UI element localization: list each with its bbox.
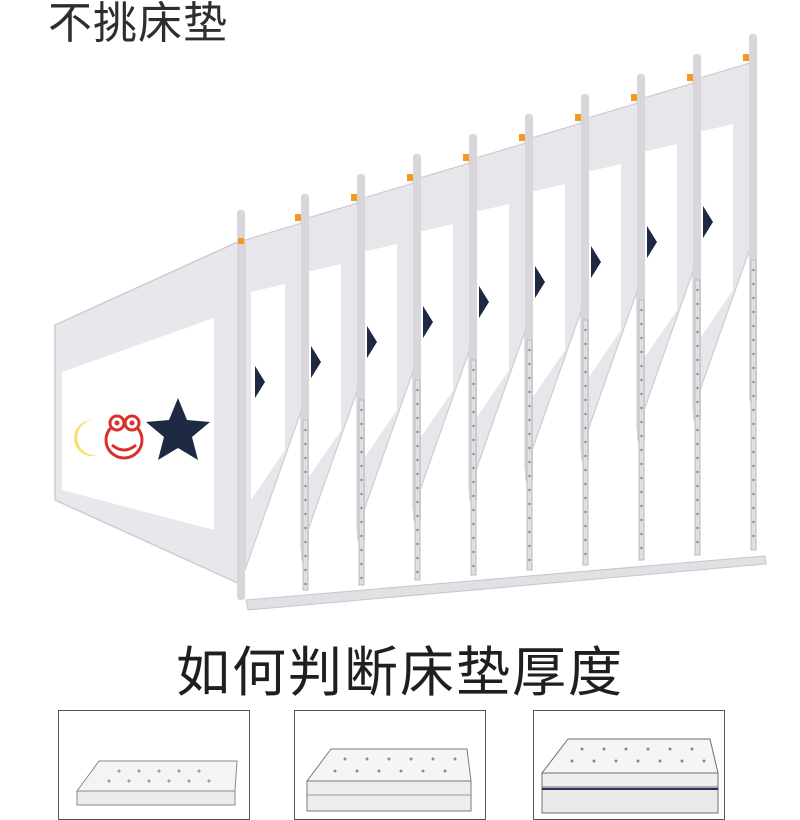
rail-panel <box>524 94 589 566</box>
bed-rail-illustration <box>54 34 767 611</box>
rail-panel <box>580 74 645 561</box>
rail-panel <box>636 54 701 556</box>
pillow-top-mattress-icon <box>540 738 719 814</box>
rail-panel <box>356 154 421 581</box>
subheadline: 如何判断床垫厚度 <box>176 641 624 704</box>
thin-mattress-icon <box>76 760 238 806</box>
rail-panel <box>468 114 533 571</box>
rail-panel <box>244 194 309 591</box>
front-panel <box>54 210 245 600</box>
medium-mattress-icon <box>306 748 472 812</box>
mattress-example-1 <box>58 710 250 820</box>
star-icon <box>146 398 210 460</box>
rail-panel <box>692 34 757 551</box>
headline: 不挑床垫 <box>48 0 228 49</box>
base-support-bar <box>245 555 767 611</box>
frog-icon <box>104 414 144 460</box>
rail-panel <box>300 174 365 586</box>
mattress-example-3 <box>533 710 725 820</box>
mattress-example-2 <box>294 710 486 820</box>
rail-panel <box>412 134 477 576</box>
